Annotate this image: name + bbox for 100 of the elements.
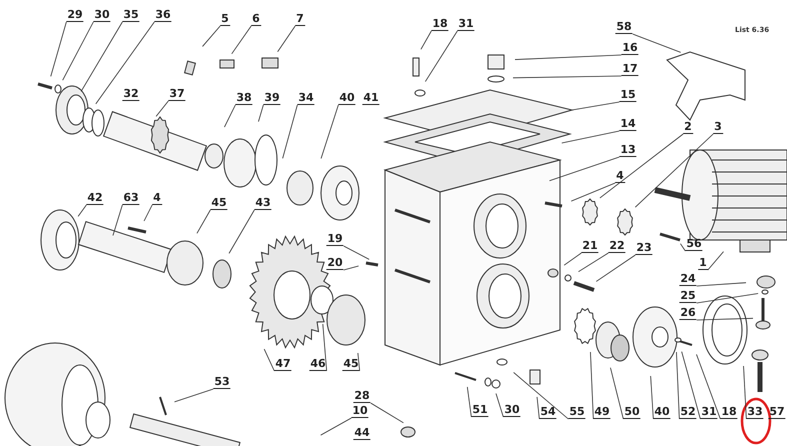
- callout-number: 33: [746, 406, 764, 419]
- callout-number: 56: [685, 238, 703, 251]
- leader-line: [578, 252, 609, 272]
- leader-line: [264, 348, 275, 372]
- callout-number: 16: [621, 42, 639, 55]
- leader-line: [370, 402, 404, 424]
- leader-line: [696, 354, 721, 420]
- leader-line: [632, 34, 682, 53]
- callout-number: 42: [86, 192, 104, 205]
- leader-line: [549, 156, 620, 182]
- callout-number: 14: [619, 118, 637, 131]
- callout-number: 39: [263, 92, 281, 105]
- callout-number: 26: [679, 307, 697, 320]
- leader-line: [513, 372, 569, 420]
- callout-number: 20: [326, 257, 344, 270]
- callout-number: 57: [768, 406, 786, 419]
- leader-line: [681, 351, 701, 420]
- leader-line: [600, 134, 684, 198]
- leader-line: [536, 396, 540, 420]
- leader-line: [743, 366, 747, 420]
- callout-number: 13: [619, 144, 637, 157]
- callout-number: 4: [152, 192, 162, 205]
- leader-line: [420, 30, 432, 50]
- callout-number: 30: [503, 404, 521, 417]
- callout-number: 24: [679, 273, 697, 286]
- leader-line: [156, 100, 169, 117]
- leader-line: [320, 104, 339, 159]
- callout-number: 46: [309, 358, 327, 371]
- leader-line: [231, 26, 252, 54]
- callout-number: 23: [635, 242, 653, 255]
- callout-number: 45: [210, 197, 228, 210]
- leader-line: [569, 102, 620, 111]
- leader-line: [322, 324, 328, 372]
- callout-number: 17: [621, 63, 639, 76]
- callout-number: 40: [338, 92, 356, 105]
- leader-line: [680, 243, 686, 252]
- callout-number: 44: [353, 427, 371, 440]
- callout-number: 21: [581, 240, 599, 253]
- leader-line: [496, 393, 504, 418]
- leader-line: [610, 367, 624, 420]
- leader-line: [202, 26, 221, 47]
- callout-number: 52: [679, 406, 697, 419]
- leader-line: [564, 252, 582, 266]
- callout-number: 35: [122, 9, 140, 22]
- leader-line: [228, 210, 255, 254]
- callout-number: 5: [220, 13, 230, 26]
- callout-number: 58: [615, 21, 633, 34]
- callout-number: 7: [295, 13, 305, 26]
- callout-number: 22: [608, 240, 626, 253]
- leader-line: [696, 318, 754, 320]
- leader-line: [561, 130, 620, 144]
- leader-line: [258, 104, 264, 122]
- leader-line: [62, 22, 94, 81]
- callout-number: 41: [362, 92, 380, 105]
- callout-number: 19: [326, 233, 344, 246]
- callout-number: 15: [619, 89, 637, 102]
- callout-number: 3: [713, 121, 723, 134]
- callout-number: 40: [653, 406, 671, 419]
- leader-line: [50, 22, 67, 77]
- callout-number: 10: [351, 405, 369, 418]
- callout-number: 54: [539, 406, 557, 419]
- callout-number: 28: [353, 390, 371, 403]
- callout-number: 50: [623, 406, 641, 419]
- leader-line: [80, 22, 123, 92]
- callout-number: 37: [168, 88, 186, 101]
- callout-number: 29: [66, 9, 84, 22]
- callout-number: 30: [93, 9, 111, 22]
- leader-line: [707, 251, 724, 270]
- callout-number: 63: [122, 192, 140, 205]
- callout-number: 1: [698, 257, 708, 270]
- leader-line: [320, 418, 352, 436]
- callout-number: 18: [431, 18, 449, 31]
- leader-line: [343, 266, 359, 270]
- callout-number: 25: [679, 290, 697, 303]
- callout-number: 2: [683, 121, 693, 134]
- leader-line: [282, 104, 298, 159]
- leader-line: [95, 22, 155, 104]
- leader-line: [112, 204, 123, 236]
- leader-line: [466, 386, 472, 418]
- callout-number: 34: [297, 92, 315, 105]
- leader-line: [676, 352, 680, 420]
- callout-number: 43: [254, 197, 272, 210]
- callout-number: 51: [471, 404, 489, 417]
- callout-number: 31: [457, 18, 475, 31]
- leader-line: [174, 388, 214, 402]
- callout-number: 55: [568, 406, 586, 419]
- leader-line: [224, 104, 236, 128]
- leader-line: [196, 210, 211, 234]
- leader-line: [144, 204, 153, 222]
- leader-line: [696, 293, 759, 304]
- callout-number: 31: [700, 406, 718, 419]
- leader-line: [514, 54, 622, 60]
- leader-line: [590, 352, 594, 420]
- callout-number: 45: [342, 358, 360, 371]
- callout-number: 49: [593, 406, 611, 419]
- leader-line: [424, 30, 458, 82]
- callout-number: 6: [251, 13, 261, 26]
- callout-number: 18: [720, 406, 738, 419]
- leader-line: [277, 26, 296, 52]
- callout-number: 32: [122, 88, 140, 101]
